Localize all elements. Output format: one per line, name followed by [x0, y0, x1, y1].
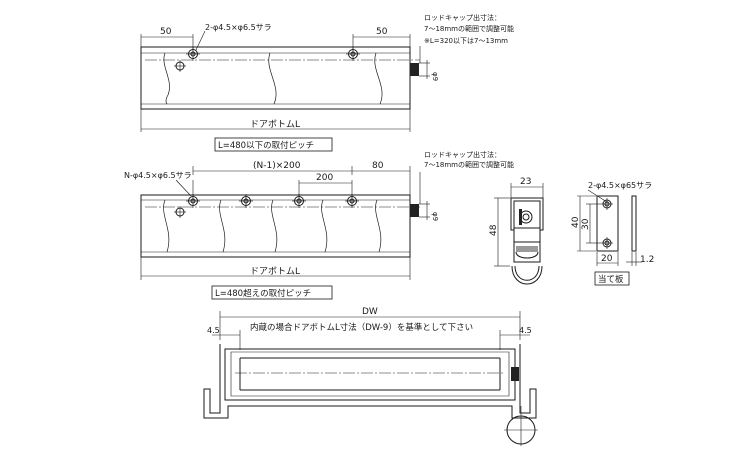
top-view: φ9 50 50 2-φ4.5×φ6.5サラ ロッドキャップ出寸法： 7～18m… — [140, 13, 514, 152]
mid-hole-4 — [345, 194, 359, 208]
mid-hole-1 — [186, 194, 200, 208]
bottom-rod-cap — [511, 367, 519, 381]
mid-hole-3 — [292, 194, 306, 208]
middle-view: φ9 N-φ4.5×φ6.5サラ (N-1)×200 200 80 ロッドキャッ… — [124, 150, 514, 300]
plate-width-label: 20 — [601, 254, 613, 264]
plate-caption-box — [594, 271, 630, 286]
section-height-label: 48 — [489, 224, 499, 236]
section-housing — [510, 197, 544, 231]
bottom-dw-label: DW — [362, 307, 378, 317]
plate-hole-top — [601, 198, 613, 210]
top-hole-right — [346, 47, 360, 61]
mid-hole-note: N-φ4.5×φ6.5サラ — [124, 171, 192, 180]
section-view: 23 48 — [489, 177, 544, 285]
top-cap-note-1: ロッドキャップ出寸法： — [424, 13, 501, 22]
mid-hole-2 — [239, 194, 253, 208]
mid-cap-note-1: ロッドキャップ出寸法： — [424, 150, 501, 159]
mid-length-label: ドアボトムL — [250, 266, 300, 277]
top-break-line-2 — [268, 52, 277, 105]
top-length-label: ドアボトムL — [250, 119, 300, 130]
mid-dim-right: 80 — [372, 161, 384, 171]
plate-height-label: 40 — [571, 216, 581, 228]
mid-break-line-5 — [375, 199, 382, 253]
section-seal-inner — [514, 265, 540, 281]
top-cap-note-2: 7～18mmの範囲で調整可能 — [424, 24, 514, 33]
plate-hole-note: 2-φ4.5×φ65サラ — [588, 181, 652, 190]
section-width-label: 23 — [520, 177, 531, 187]
section-screw-shaft — [519, 209, 522, 225]
section-screw-inner — [522, 213, 530, 221]
top-rod-cap — [410, 63, 419, 76]
plate-view: 2-φ4.5×φ65サラ 40 30 20 1.2 当て板 — [571, 181, 654, 286]
section-seal-curve — [515, 251, 539, 259]
top-caption-box — [214, 137, 333, 152]
plate-caption: 当て板 — [598, 274, 624, 285]
mid-break-line-1 — [163, 199, 170, 253]
section-seal-outer — [511, 265, 543, 285]
plate-thickness-label: 1.2 — [640, 255, 654, 265]
mid-break-line-4 — [321, 199, 328, 253]
bottom-rail-outline — [230, 351, 510, 397]
mid-pitch: 200 — [316, 173, 333, 183]
mid-caption: L=480超えの取付ピッチ — [215, 288, 311, 299]
mid-caption-box — [211, 285, 333, 300]
top-dim-left: 50 — [160, 27, 172, 37]
top-hole-left-lower — [174, 60, 186, 72]
mid-rod-cap — [410, 204, 419, 217]
mid-rail-body — [140, 194, 411, 258]
bottom-inner-frame — [224, 348, 516, 401]
plate-body — [596, 195, 619, 252]
mid-hole-1-lower — [174, 206, 186, 218]
top-hole-note: 2-φ4.5×φ6.5サラ — [205, 23, 272, 32]
mid-cap-note-2: 7～18mmの範囲で調整可能 — [424, 160, 514, 169]
top-cap-dia-label: φ9 — [431, 72, 439, 81]
plate-hole-bottom — [601, 237, 613, 249]
top-hole-left — [186, 47, 200, 61]
top-caption: L=480以下の取付ピッチ — [218, 140, 314, 151]
section-inner-block — [513, 227, 541, 243]
top-rail-body — [140, 46, 411, 110]
top-dim-right: 50 — [376, 27, 388, 37]
mid-break-line-3 — [271, 199, 278, 253]
bottom-left-gap: 4.5 — [207, 326, 220, 335]
top-break-line-3 — [374, 52, 383, 105]
bottom-right-gap: 4.5 — [519, 326, 532, 335]
mid-pitch-formula: (N-1)×200 — [253, 161, 301, 171]
mid-cap-dia-label: φ9 — [431, 212, 439, 221]
bottom-note: 内蔵の場合ドアボトムL寸法（DW-9）を基準として下さい — [250, 322, 473, 333]
top-break-line-1 — [163, 52, 170, 105]
plate-side-profile — [631, 195, 637, 252]
section-lower-body — [513, 242, 541, 263]
mid-break-line-2 — [219, 199, 226, 253]
plate-pitch-label: 30 — [581, 218, 591, 230]
top-cap-note-3: ※L=320以下は7～13mm — [424, 37, 508, 45]
section-seal-strip — [516, 246, 538, 252]
bottom-view: DW 4.5 4.5 内蔵の場合ドアボトムL寸法（DW-9）を基準として下さい — [203, 307, 538, 446]
bottom-door-frame — [203, 344, 537, 419]
